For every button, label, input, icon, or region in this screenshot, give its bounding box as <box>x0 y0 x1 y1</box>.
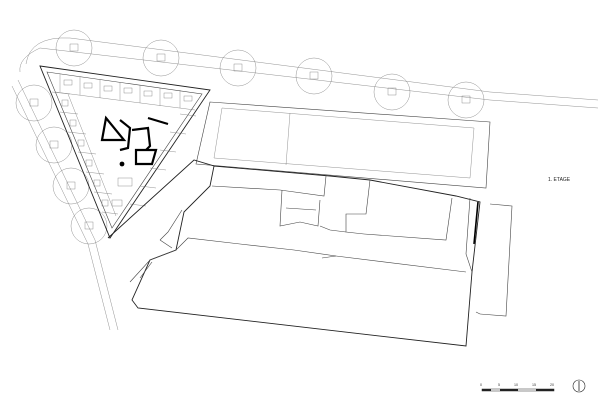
tree-circle-icon <box>447 81 485 119</box>
north-arrow-icon <box>572 379 586 393</box>
tree-circle-icon <box>15 84 53 122</box>
scale-tick-label: 10 <box>514 383 518 387</box>
tree-circle-icon <box>295 57 333 95</box>
street-trees <box>15 29 485 245</box>
scale-tick-label: 20 <box>550 383 554 387</box>
courtyard-block <box>195 101 491 189</box>
scale-tick-label: 15 <box>532 383 536 387</box>
scale-bar <box>481 388 555 392</box>
tree-circle-icon <box>142 39 180 77</box>
tree-circle-icon <box>55 29 93 67</box>
floor-label: 1. ETAGE <box>548 177 571 183</box>
scale-tick-label: 0 <box>480 383 482 387</box>
scale-tick-label: 5 <box>498 383 500 387</box>
podium-building <box>107 159 513 347</box>
tree-circle-icon <box>70 207 108 245</box>
tree-circle-icon <box>373 73 411 111</box>
tree-circle-icon <box>219 49 257 87</box>
triangular-building <box>39 65 211 239</box>
street-edge <box>11 37 599 331</box>
